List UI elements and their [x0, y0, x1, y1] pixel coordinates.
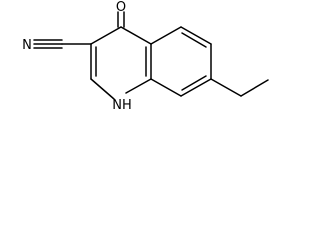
bond-c5-c6-inner	[181, 32, 207, 48]
ring-nh-label: NH	[112, 98, 132, 113]
bond-c8-ethyl	[210, 78, 242, 97]
bond-n1-c2	[90, 78, 115, 100]
bond-c8a-n1	[125, 78, 152, 94]
oxygen-atom-label: O	[116, 0, 126, 15]
bond-c4a-c5	[150, 26, 182, 45]
bond-c8-c8a	[150, 78, 182, 97]
bond-c5-c6	[180, 26, 212, 45]
bond-c3-c4	[90, 26, 122, 45]
bond-c4-c4a	[120, 26, 152, 45]
chemical-structure-diagram: O N NH	[22, 0, 269, 113]
bond-c7-c8	[180, 78, 212, 97]
nitrile-nitrogen-label: N	[22, 38, 32, 53]
bond-ethyl	[240, 79, 269, 97]
bond-c7-c8-inner	[181, 75, 207, 91]
